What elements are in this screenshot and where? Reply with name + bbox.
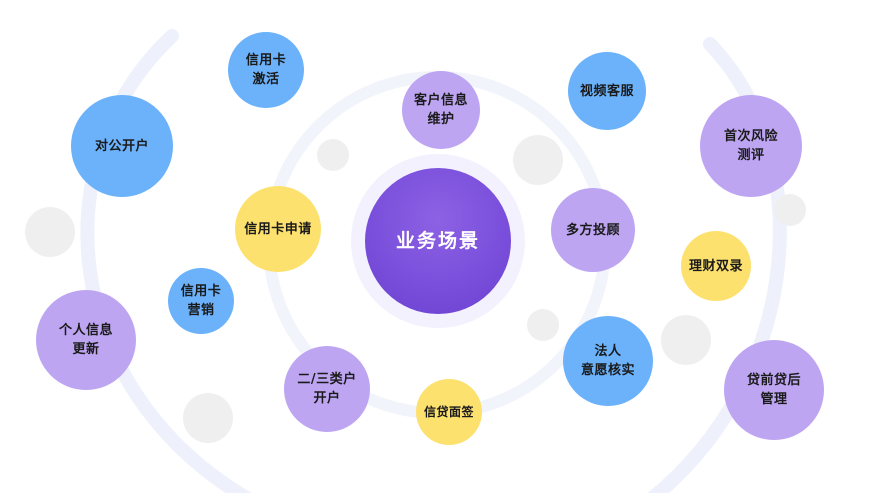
node-first-risk-assessment: 首次风险 测评 [700, 95, 802, 197]
decor-dot [25, 207, 75, 257]
decor-dot [774, 194, 806, 226]
node-label: 法人 意愿核实 [580, 344, 635, 378]
decor-dot [317, 139, 349, 171]
node-label: 贷前贷后 管理 [746, 373, 801, 407]
node-label: 视频客服 [579, 83, 634, 99]
node-loan-management: 贷前贷后 管理 [724, 340, 824, 440]
node-label: 二/三类户 开户 [297, 372, 357, 406]
center-node: 业务场景 [365, 168, 511, 314]
node-multi-advisor: 多方投顾 [551, 188, 635, 272]
node-credit-card-marketing: 信用卡 营销 [168, 268, 234, 334]
node-label: 理财双录 [688, 258, 743, 274]
node-credit-signing: 信贷面签 [416, 379, 482, 445]
node-wealth-recording: 理财双录 [681, 231, 751, 301]
decor-dot [513, 135, 563, 185]
node-label: 客户信息 维护 [413, 93, 468, 127]
node-personal-info-update: 个人信息 更新 [36, 290, 136, 390]
node-label: 信用卡申请 [244, 221, 312, 237]
decor-dot [183, 393, 233, 443]
node-label: 个人信息 更新 [58, 323, 113, 357]
node-label: 对公开户 [94, 138, 149, 154]
decor-dot [661, 315, 711, 365]
node-video-service: 视频客服 [568, 52, 646, 130]
node-credit-card-application: 信用卡申请 [235, 186, 321, 272]
node-label: 信用卡 营销 [180, 284, 222, 318]
decor-dot [527, 309, 559, 341]
node-class23-account: 二/三类户 开户 [284, 346, 370, 432]
node-label: 首次风险 测评 [723, 129, 778, 163]
node-label: 多方投顾 [565, 222, 620, 238]
node-label: 信贷面签 [423, 404, 474, 419]
left-outer-arc [80, 29, 252, 493]
center-label: 业务场景 [395, 229, 480, 252]
node-credit-card-activation: 信用卡 激活 [228, 32, 304, 108]
node-legal-person-verification: 法人 意愿核实 [563, 316, 653, 406]
node-customer-info-maintenance: 客户信息 维护 [402, 71, 480, 149]
node-label: 信用卡 激活 [245, 53, 287, 87]
node-corporate-account: 对公开户 [71, 95, 173, 197]
